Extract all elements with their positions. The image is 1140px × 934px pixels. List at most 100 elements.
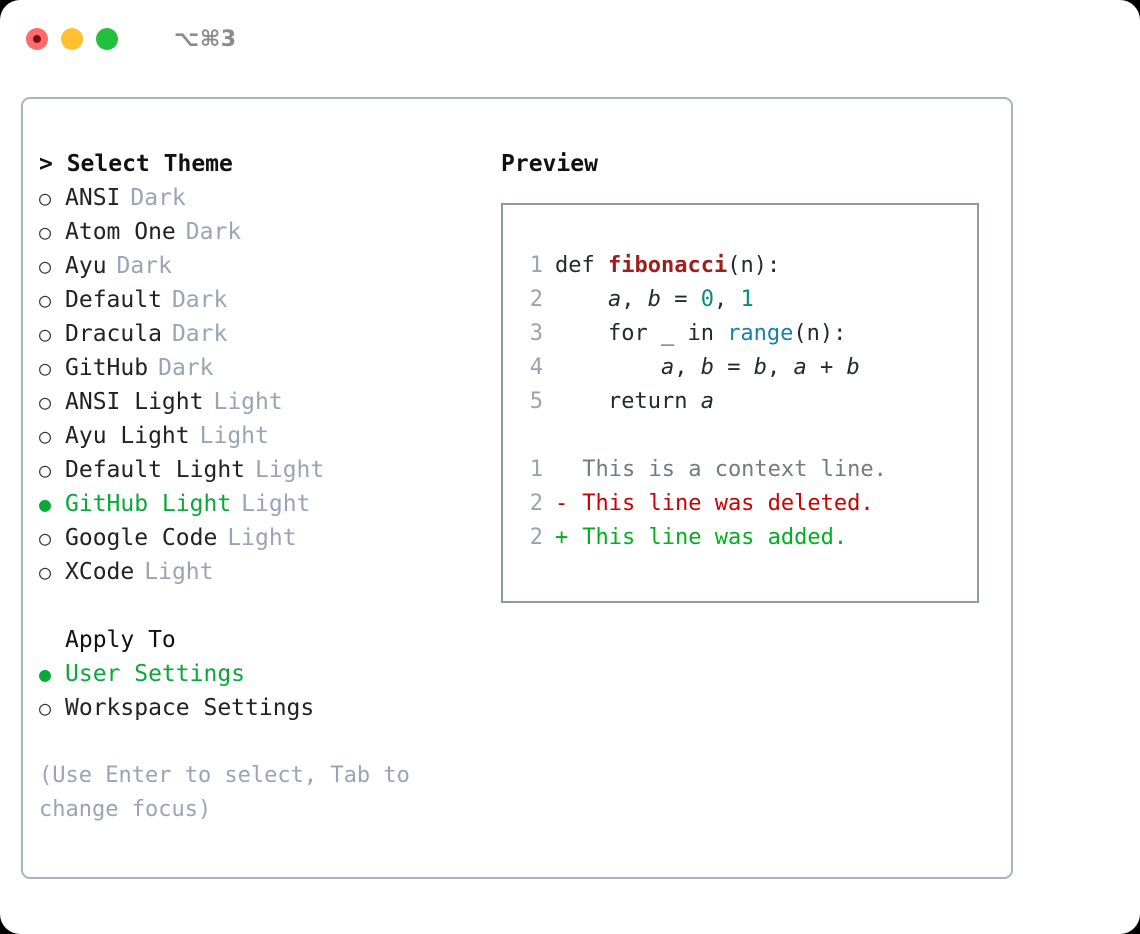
- theme-item-label: ANSI: [65, 185, 121, 211]
- preview-title: Preview: [501, 151, 598, 177]
- theme-item-variant: Light: [241, 491, 311, 517]
- apply-to-list[interactable]: ●User Settings ○ Workspace Settings: [39, 657, 494, 725]
- theme-item-label: GitHub Light: [65, 491, 232, 517]
- code-token-plain: (n):: [793, 321, 847, 346]
- keyboard-shortcut-label: ⌥⌘3: [174, 26, 237, 52]
- apply-to-item-label: User Settings: [65, 661, 246, 687]
- theme-item-variant: Dark: [158, 355, 214, 381]
- theme-item-variant: Dark: [171, 321, 228, 347]
- apply-to-header: Apply To: [65, 627, 176, 653]
- theme-item-dracula[interactable]: ○ Dracula Dark: [39, 317, 494, 351]
- code-token-fn: fibonacci: [607, 253, 728, 278]
- code-token-var: a: [700, 389, 714, 414]
- code-token-var: a: [793, 355, 807, 380]
- theme-item-label: Ayu: [65, 253, 107, 279]
- window-controls: [26, 28, 118, 50]
- diff-line-add: 2+ This line was added.: [521, 521, 977, 555]
- code-token-plain: =: [660, 287, 701, 312]
- line-number: 2: [529, 525, 543, 550]
- theme-item-label: XCode: [65, 559, 135, 585]
- theme-item-label: Ayu Light: [65, 423, 190, 449]
- radio-unselected-icon: ○: [39, 220, 52, 244]
- code-token-plain: [555, 287, 608, 312]
- theme-item-ayu[interactable]: ○ Ayu Dark: [39, 249, 494, 283]
- apply-to-item-label: Workspace Settings: [65, 695, 315, 721]
- code-token-num: 1: [740, 287, 754, 312]
- diff-sample: 1 This is a context line. 2- This line wa…: [521, 453, 977, 555]
- line-number: 1: [529, 457, 543, 482]
- apply-to-item-workspace-settings[interactable]: ○ Workspace Settings: [39, 691, 494, 725]
- minimize-button[interactable]: [61, 28, 83, 50]
- code-token-plain: ,: [713, 287, 741, 312]
- radio-unselected-icon: ○: [39, 186, 52, 210]
- radio-unselected-icon: ○: [39, 424, 52, 448]
- code-line: 2 a, b = 0, 1: [521, 283, 977, 317]
- theme-item-variant: Light: [255, 457, 325, 483]
- radio-unselected-icon: ○: [39, 696, 52, 720]
- radio-unselected-icon: ○: [39, 254, 52, 278]
- diff-line-text: This line was added.: [569, 525, 848, 550]
- theme-item-variant: Dark: [171, 287, 228, 313]
- apply-to-item-user-settings[interactable]: ●User Settings: [39, 657, 494, 691]
- theme-item-label: ANSI Light: [65, 389, 204, 415]
- line-number: 3: [529, 321, 543, 346]
- theme-item-ayu-light[interactable]: ○ Ayu Light Light: [39, 419, 494, 453]
- radio-unselected-icon: ○: [39, 356, 52, 380]
- code-token-plain: ,: [766, 355, 794, 380]
- theme-item-label: GitHub: [65, 355, 149, 381]
- line-number: 4: [529, 355, 543, 380]
- close-button[interactable]: [26, 28, 48, 50]
- diff-marker: [555, 453, 569, 487]
- section-spacer: [39, 589, 494, 623]
- theme-item-github[interactable]: ○ GitHub Dark: [39, 351, 494, 385]
- line-number: 2: [529, 287, 543, 312]
- code-diff-spacer: [521, 419, 977, 453]
- theme-item-variant: Light: [144, 559, 214, 585]
- title-bar: ⌥⌘3: [0, 0, 1140, 78]
- code-token-num: 0: [700, 287, 714, 312]
- diff-marker: -: [555, 491, 569, 516]
- code-line: 5 return a: [521, 385, 977, 419]
- code-token-plain: [555, 355, 661, 380]
- select-theme-header: > Select Theme: [39, 151, 233, 177]
- code-token-builtin: range: [727, 321, 794, 346]
- keyboard-hint-text: (Use Enter to select, Tab to change focu…: [39, 763, 410, 822]
- theme-item-variant: Dark: [116, 253, 172, 279]
- code-token-var: b: [753, 355, 767, 380]
- diff-line-text: This line was deleted.: [569, 491, 874, 516]
- code-token-plain: (n):: [727, 253, 781, 278]
- theme-item-label: Dracula: [65, 321, 162, 347]
- code-token-plain: =: [713, 355, 754, 380]
- theme-item-variant: Light: [199, 423, 269, 449]
- code-token-var: b: [700, 355, 714, 380]
- radio-unselected-icon: ○: [39, 288, 52, 312]
- code-token-plain: for _ in: [555, 321, 728, 346]
- radio-unselected-icon: ○: [39, 322, 52, 346]
- code-token-var: b: [647, 287, 661, 312]
- line-number: 5: [529, 389, 543, 414]
- theme-item-ansi[interactable]: ○ ANSI Dark: [39, 181, 494, 215]
- theme-item-label: Google Code: [65, 525, 218, 551]
- theme-item-variant: Light: [213, 389, 283, 415]
- diff-line-body: This is a context line.: [555, 457, 887, 482]
- theme-item-variant: Dark: [130, 185, 186, 211]
- theme-item-variant: Light: [227, 525, 297, 551]
- line-number: 2: [529, 491, 543, 516]
- maximize-button[interactable]: [96, 28, 118, 50]
- diff-line-ctx: 1 This is a context line.: [521, 453, 977, 487]
